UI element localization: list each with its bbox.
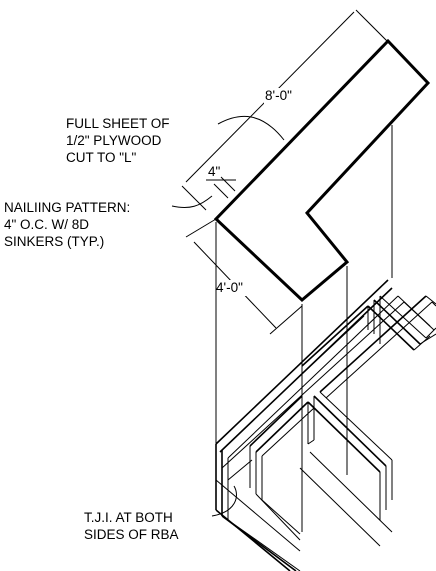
note-nailing-line1: NAILIING PATTERN: (4, 200, 130, 215)
dimension-4in: 4" (206, 164, 236, 199)
note-nailing-line2: 4" O.C. W/ 8D (4, 217, 89, 232)
dimension-4ft: 4'-0" (185, 218, 303, 335)
note-tji-line1: T.J.I. AT BOTH (84, 510, 173, 525)
note-tji-line2: SIDES OF RBA (84, 527, 179, 542)
plywood-sheet (213, 38, 431, 303)
note-tji: T.J.I. AT BOTH SIDES OF RBA (84, 510, 179, 542)
dimension-spacing-label: 4" (208, 164, 221, 179)
projection-lines (215, 125, 393, 532)
note-plywood-line2: 1/2" PLYWOOD (66, 133, 162, 148)
tji-framing (215, 279, 436, 571)
dimension-width-label: 4'-0" (216, 280, 243, 295)
leader-lines (171, 115, 285, 517)
dimension-8ft: 8'-0" (181, 9, 397, 211)
dimension-length-label: 8'-0" (265, 88, 292, 103)
note-nailing: NAILIING PATTERN: 4" O.C. W/ 8D SINKERS … (4, 200, 130, 249)
note-plywood-line3: CUT TO "L" (66, 150, 137, 165)
note-plywood-line1: FULL SHEET OF (66, 116, 170, 131)
note-plywood: FULL SHEET OF 1/2" PLYWOOD CUT TO "L" (66, 116, 170, 165)
note-nailing-line3: SINKERS (TYP.) (4, 234, 104, 249)
